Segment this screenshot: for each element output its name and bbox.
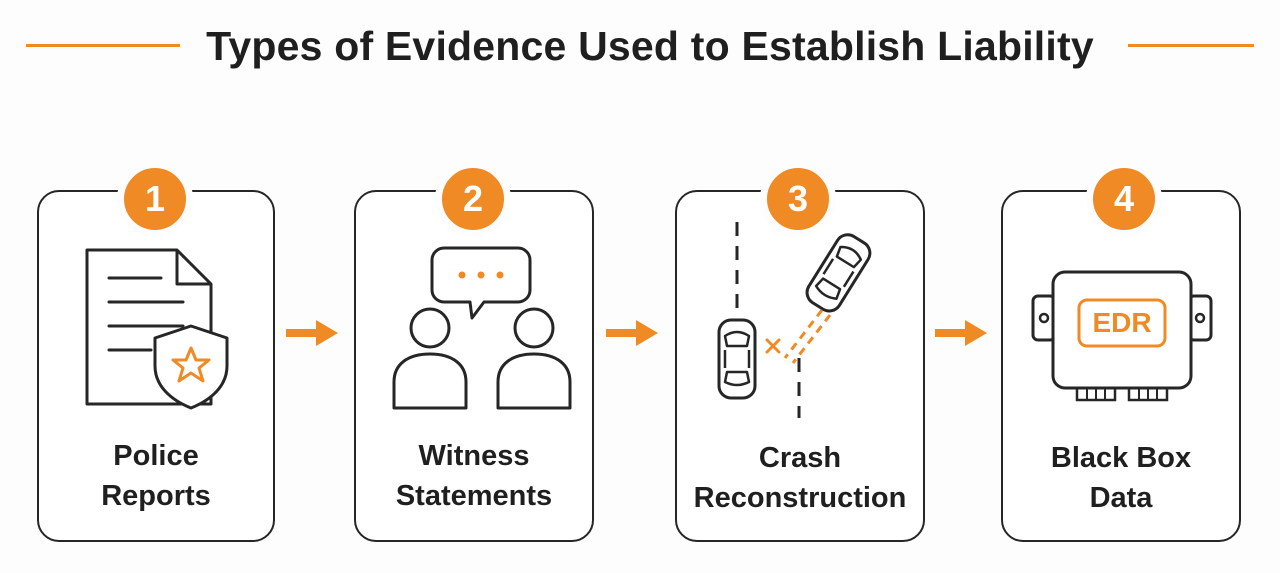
arrow-right-icon xyxy=(286,320,338,346)
step-label-line1: Black Box xyxy=(1050,442,1192,474)
crash-reconstruction-icon xyxy=(717,222,872,418)
step-number-badge: 2 xyxy=(435,161,511,237)
step-label-line2: Reconstruction xyxy=(693,482,907,514)
step-label: Police Reports xyxy=(39,436,273,516)
title-rule-left xyxy=(26,44,180,47)
step-label-line1: Witness xyxy=(418,440,530,472)
step-card-crash-reconstruction: Crash Reconstruction xyxy=(675,190,925,542)
step-label-line2: Statements xyxy=(395,480,553,512)
arrow-right-icon xyxy=(606,320,658,346)
step-label: Witness Statements xyxy=(356,436,592,516)
step-label-line1: Police xyxy=(113,440,199,472)
step-card-black-box-data: EDR Black Box Data xyxy=(1001,190,1241,542)
arrow-right-icon xyxy=(935,320,987,346)
step-label-line2: Data xyxy=(1089,482,1153,514)
title-row: Types of Evidence Used to Establish Liab… xyxy=(0,18,1280,74)
step-label-line2: Reports xyxy=(101,480,211,512)
witnesses-icon xyxy=(392,246,572,410)
step-number-badge: 3 xyxy=(760,161,836,237)
police-report-icon xyxy=(85,248,229,410)
title-rule-right xyxy=(1128,44,1254,47)
step-label: Black Box Data xyxy=(1003,438,1239,518)
edr-device-icon: EDR xyxy=(1029,266,1215,412)
step-card-witness-statements: Witness Statements xyxy=(354,190,594,542)
step-card-police-reports: Police Reports xyxy=(37,190,275,542)
step-number-badge: 1 xyxy=(117,161,193,237)
step-label-line1: Crash xyxy=(758,442,842,474)
edr-label: EDR xyxy=(1092,307,1152,338)
diagram-title: Types of Evidence Used to Establish Liab… xyxy=(206,23,1094,69)
step-label: Crash Reconstruction xyxy=(677,438,923,518)
step-number-badge: 4 xyxy=(1086,161,1162,237)
